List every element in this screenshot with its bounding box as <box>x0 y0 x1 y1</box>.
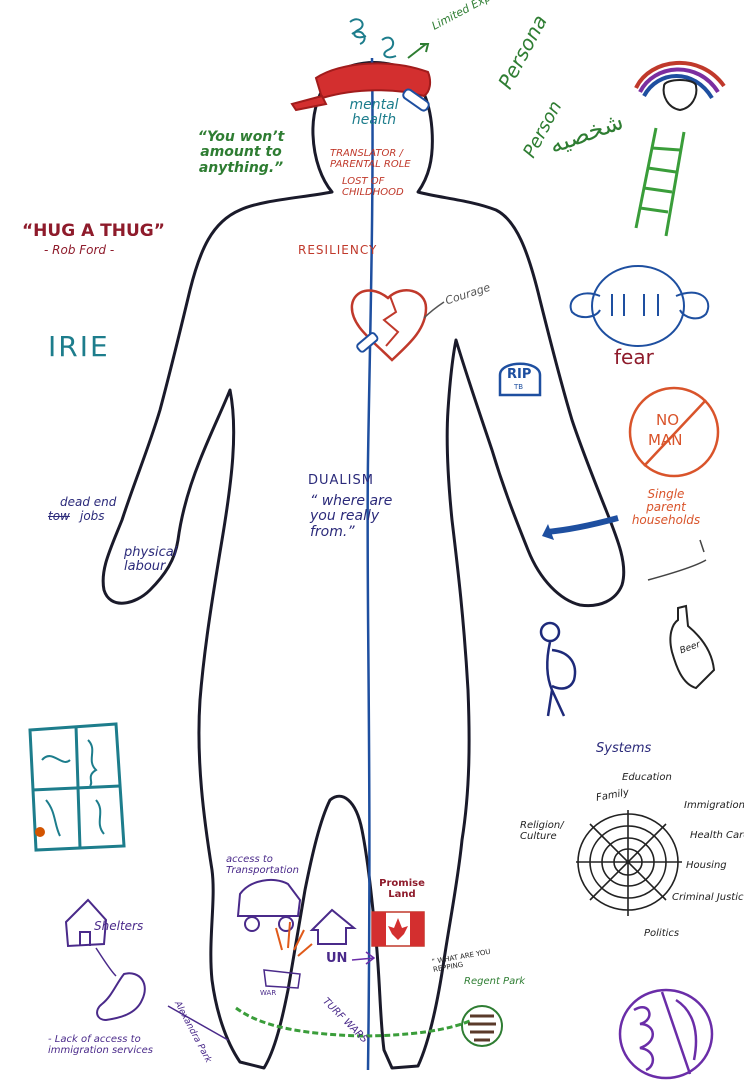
label-single-parent: Single parent households <box>626 488 706 528</box>
label-systems-title: Systems <box>596 742 651 756</box>
canada-flag <box>372 912 424 946</box>
label-where-from: “ where are you really from.” <box>310 494 420 540</box>
label-access-transportation: access to Transportation <box>226 854 296 876</box>
label-education: Education <box>622 772 672 783</box>
pot-of-gold <box>664 80 697 110</box>
fear-globe <box>571 266 709 346</box>
un-building <box>312 910 354 944</box>
label-shelters: Shelters <box>94 920 143 933</box>
label-physical-labour: physical labour <box>124 546 184 575</box>
label-lack-of-access: - Lack of access to immigration services <box>48 1034 198 1056</box>
label-immigration: Immigration <box>684 800 744 811</box>
label-religion-culture: Religion/ Culture <box>520 820 568 842</box>
label-rob-ford: - Rob Ford - <box>44 244 114 257</box>
label-housing: Housing <box>686 860 727 871</box>
label-dualism: DUALISM <box>308 474 374 488</box>
bracelet <box>546 518 618 532</box>
label-war: WAR <box>260 990 276 998</box>
label-regent-park: Regent Park <box>464 976 525 987</box>
label-irie: IRIE <box>48 332 110 363</box>
label-man: MAN <box>648 432 682 449</box>
label-dead-end-struck: tow <box>48 510 70 523</box>
label-loss-of-childhood: LOST OF CHILDHOOD <box>342 176 406 198</box>
label-jobs: jobs <box>80 510 105 523</box>
label-rip-sub: TB <box>514 384 523 392</box>
label-health-care: Health Care <box>690 830 744 841</box>
label-resiliency: RESILIENCY <box>298 244 377 257</box>
systems-web <box>576 810 682 916</box>
purple-scribble <box>620 990 712 1078</box>
label-un: UN <box>326 952 347 966</box>
label-politics: Politics <box>644 928 679 939</box>
label-rip: RIP <box>507 368 531 382</box>
pregnant-figure <box>541 623 575 716</box>
label-criminal-justice: Criminal Justice <box>672 892 744 903</box>
label-translator-role: TRANSLATOR / PARENTAL ROLE <box>330 148 426 170</box>
label-fear: fear <box>614 346 654 368</box>
label-hug-a-thug: “HUG A THUG” <box>22 222 165 241</box>
label-quote-wont-amount: “You won’t amount to anything.” <box>166 130 316 176</box>
car-icon <box>238 880 300 916</box>
label-no: NO <box>656 412 679 429</box>
label-mental-health: mental health <box>344 98 404 129</box>
label-dead-end: dead end <box>60 496 116 509</box>
footprint <box>97 973 145 1020</box>
ladder-icon <box>636 128 684 236</box>
label-promise-land: Promise Land <box>374 878 430 900</box>
